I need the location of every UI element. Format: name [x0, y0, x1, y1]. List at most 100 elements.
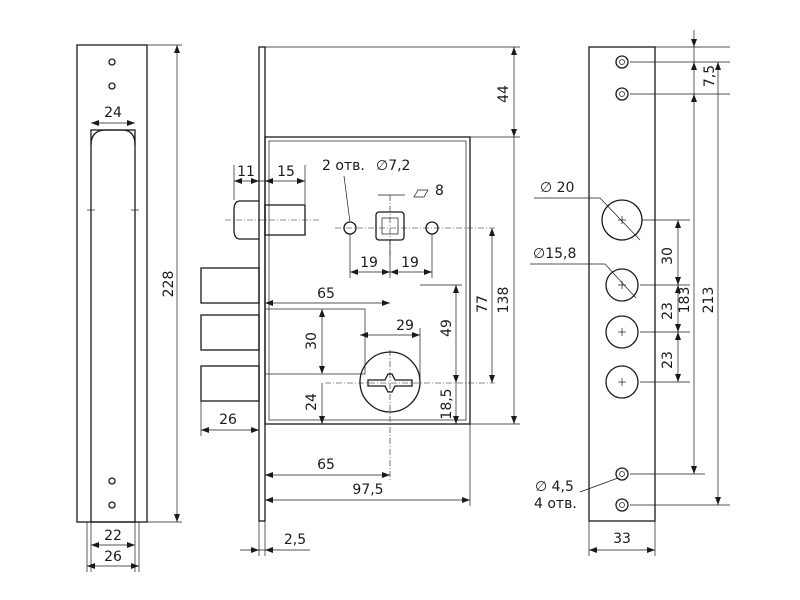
arrow [319, 309, 325, 317]
arrow [350, 269, 358, 275]
dim-23-a: 23 [660, 302, 676, 320]
square-size: 8 [435, 183, 444, 199]
arrow [489, 375, 495, 383]
arrow [691, 39, 697, 47]
arrow [234, 178, 242, 184]
bolt-opening [605, 268, 639, 302]
faceplate-view: ∅ 20 ∅15,8 7,5 30 23 23 183 [530, 30, 730, 556]
front-view: 44 138 77 49 18,5 29 65 [200, 46, 520, 556]
arrow [453, 375, 459, 383]
arrow [265, 547, 273, 553]
arrow [174, 45, 180, 53]
bolt-opening [605, 365, 639, 399]
dim-18-5: 18,5 [439, 388, 455, 419]
arrow [297, 178, 305, 184]
dim-183: 183 [677, 287, 693, 314]
dim-29: 29 [396, 318, 414, 334]
dim-2-5: 2,5 [284, 532, 306, 548]
dim-24-front: 24 [304, 393, 320, 411]
arrow [589, 547, 597, 553]
arrow [489, 228, 495, 236]
dim-15: 15 [277, 164, 295, 180]
arrow [511, 47, 517, 55]
faceplate-screw-hole-inner [619, 59, 625, 65]
dim-65-top: 65 [317, 286, 335, 302]
lock-case-inner [268, 140, 467, 421]
faceplate-screw-hole [615, 55, 629, 69]
square-symbol-icon [413, 189, 429, 198]
arrow [360, 332, 368, 338]
side-lock-body [90, 129, 136, 523]
arrow [251, 547, 259, 553]
arrow [675, 220, 681, 228]
faceplate-screw-hole [615, 467, 629, 481]
dim-11: 11 [237, 164, 255, 180]
side-screw-hole [108, 58, 116, 66]
keyhole [367, 373, 413, 393]
arrow [511, 416, 517, 424]
arrow [251, 427, 259, 433]
arrow [265, 497, 273, 503]
arrow [453, 416, 459, 424]
arrow [715, 62, 721, 70]
leader-line [343, 175, 351, 223]
dim-dia-4-5: ∅ 4,5 [535, 479, 574, 495]
dim-dia-15-8: ∅15,8 [533, 246, 576, 262]
arrow [453, 285, 459, 293]
dim-49: 49 [439, 319, 455, 337]
arrow [675, 277, 681, 285]
arrow [265, 178, 273, 184]
dim-23-b: 23 [660, 351, 676, 369]
arrow [319, 416, 325, 424]
arrow [691, 466, 697, 474]
dim-19-right: 19 [401, 255, 419, 271]
faceplate-screw-hole-inner [619, 471, 625, 477]
bolt-bar [264, 308, 366, 375]
holes-4-note: 4 отв. [534, 496, 577, 512]
side-screw-hole [108, 82, 116, 90]
dim-30-faceplate: 30 [660, 247, 676, 265]
dim-97-5: 97,5 [352, 482, 383, 498]
dim-65-bottom: 65 [317, 457, 335, 473]
arrow [511, 129, 517, 137]
front-faceplate [258, 46, 266, 522]
arrow [462, 497, 470, 503]
arrow [382, 269, 390, 275]
dim-138: 138 [496, 287, 512, 314]
dim-213: 213 [701, 287, 717, 314]
arrow [390, 269, 398, 275]
lock-case [264, 136, 471, 425]
arrow [382, 300, 390, 306]
arrow [265, 472, 273, 478]
faceplate-screw-hole [615, 87, 629, 101]
hole-diameter: ∅7,2 [376, 158, 410, 174]
faceplate-outline [588, 46, 656, 522]
arrow [691, 94, 697, 102]
arrow [715, 497, 721, 505]
arrow [91, 542, 99, 548]
arrow [87, 563, 95, 569]
dim-side-24: 24 [104, 105, 122, 121]
deadbolt [200, 267, 260, 304]
arrow [675, 374, 681, 382]
arrow [382, 472, 390, 478]
dim-side-26: 26 [104, 549, 122, 565]
arrow [201, 427, 209, 433]
arrow [131, 563, 139, 569]
arrow [265, 300, 273, 306]
deadbolt [200, 314, 260, 351]
dim-dia-20: ∅ 20 [540, 180, 574, 196]
dim-19-left: 19 [360, 255, 378, 271]
bolt-opening [605, 315, 639, 349]
side-screw-hole [108, 501, 116, 509]
faceplate-screw-hole-inner [619, 502, 625, 508]
dim-44: 44 [496, 85, 512, 103]
side-screw-hole [108, 477, 116, 485]
dim-77: 77 [475, 295, 491, 313]
arrow [319, 366, 325, 374]
leader-line [579, 477, 619, 493]
dim-7-5: 7,5 [702, 65, 718, 87]
arrow [127, 542, 135, 548]
dim-33: 33 [613, 531, 631, 547]
